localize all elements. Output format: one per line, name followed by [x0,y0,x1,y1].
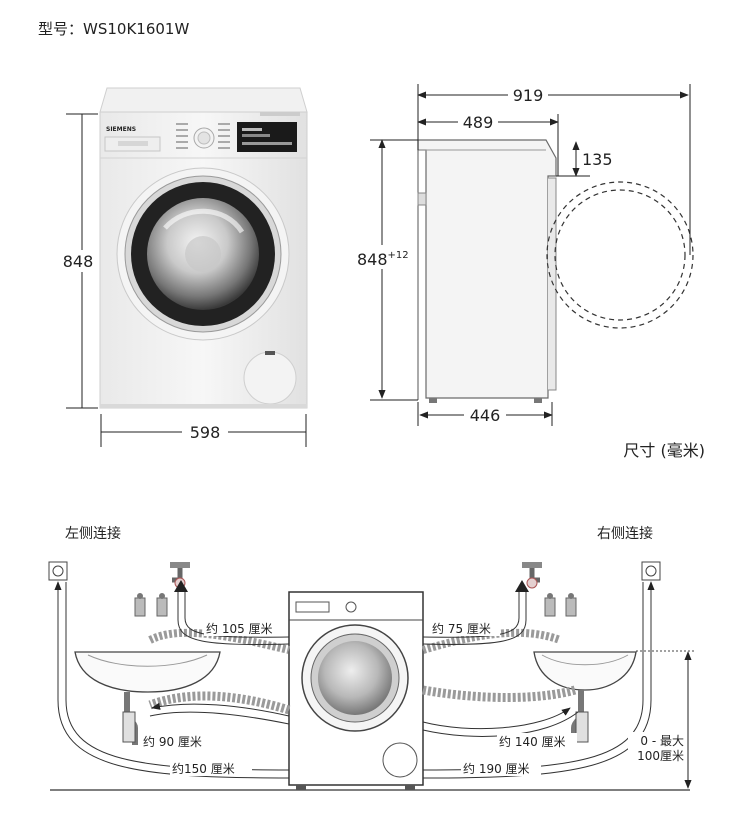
total-depth-label: 919 [513,86,544,105]
brand-logo: SIEMENS [106,126,136,133]
foot-depth-label: 446 [470,406,501,425]
top-offset-label: 135 [582,150,613,169]
right-power-label: 约 190 厘米 [463,761,530,776]
right-drain-label: 约 140 厘米 [499,734,566,749]
service-hatch [243,351,297,405]
side-height-label: 848+12 [357,250,409,269]
left-connection-title: 左侧连接 [65,525,121,542]
drain-height-label-1: 0 - 最大 [640,734,684,748]
open-door-arc [546,181,694,329]
right-power-socket [641,561,661,581]
left-power-label: 约150 厘米 [172,761,235,776]
front-view: SIEMENS [58,87,308,447]
drain-height-label-2: 100厘米 [637,749,684,763]
right-connection-title: 右侧连接 [597,525,653,542]
right-tap [522,562,577,617]
side-body [417,139,557,399]
left-inlet-label: 约 105 厘米 [206,621,273,636]
front-height-label: 848 [63,252,94,271]
connection-diagram: 左侧连接 右侧连接 [48,525,696,791]
left-drain-label: 约 90 厘米 [143,734,202,749]
body-depth-label: 489 [463,113,494,132]
left-sink [74,651,221,693]
right-sink [533,651,637,691]
side-view: 919 489 135 848+12 446 [355,84,694,426]
model-label: 型号：WS10K1601W [38,20,189,38]
front-width-label: 598 [190,423,221,442]
right-inlet-label: 约 75 厘米 [432,621,491,636]
units-caption: 尺寸 (毫米) [623,441,705,460]
left-power-socket [48,561,68,581]
